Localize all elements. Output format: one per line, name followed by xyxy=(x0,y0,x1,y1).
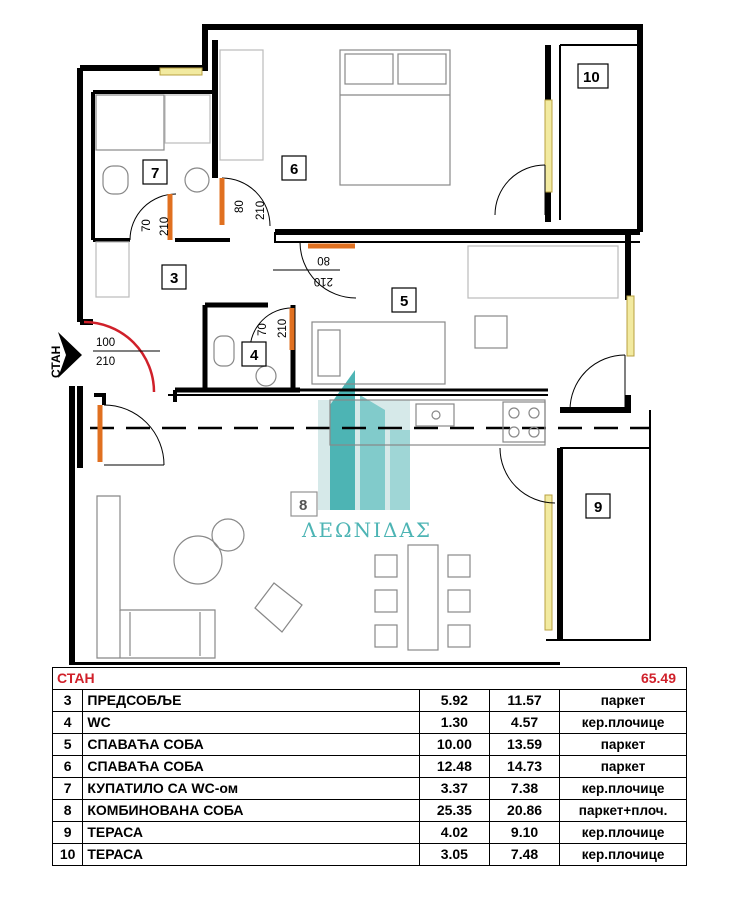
table-total: 65.49 xyxy=(559,667,687,690)
row-area-net: 4.02 xyxy=(418,821,490,844)
row-area-net: 3.05 xyxy=(418,843,490,866)
sofa xyxy=(96,495,216,659)
row-num: 7 xyxy=(51,777,84,800)
walls xyxy=(69,24,651,665)
armchair xyxy=(254,582,303,633)
dining-table xyxy=(407,544,439,651)
room-label-8: 8 xyxy=(299,497,307,514)
entrance-label: СТАН xyxy=(49,346,63,378)
row-floor: кер.плочице xyxy=(559,843,687,866)
row-name: ТЕРАСА xyxy=(82,821,420,844)
entry-door-width: 100 xyxy=(96,337,115,349)
table-row: 9 ТЕРАСА 4.02 9.10 кер.плочице xyxy=(51,821,687,844)
row-floor: кер.плочице xyxy=(559,711,687,734)
logo-text: ΛΕΩΝΙΔΑΣ xyxy=(301,518,432,542)
room-label-4: 4 xyxy=(250,347,259,364)
entry-door-arc xyxy=(83,320,156,393)
row-area-second: 14.73 xyxy=(488,755,561,778)
row-floor: кер.плочице xyxy=(559,821,687,844)
room-label-9: 9 xyxy=(594,499,602,516)
row-name: КУПАТИЛО СА WC-ом xyxy=(82,777,420,800)
double-bed xyxy=(339,49,451,186)
sink xyxy=(184,167,210,193)
row-area-second: 9.10 xyxy=(488,821,561,844)
wc-door-height: 210 xyxy=(277,319,289,338)
row-num: 9 xyxy=(51,821,84,844)
table-row: 6 СПАВАЋА СОБА 12.48 14.73 паркет xyxy=(51,755,687,778)
entrance-marker: СТАН xyxy=(49,332,82,378)
table-row: 10 ТЕРАСА 3.05 7.48 кер.плочице xyxy=(51,843,687,866)
row-num: 4 xyxy=(51,711,84,734)
stove xyxy=(502,401,546,443)
row-name: КОМБИНОВАНА СОБА xyxy=(82,799,420,822)
room-label-5: 5 xyxy=(400,293,408,310)
row-floor: паркет xyxy=(559,733,687,756)
table-row: 7 КУПАТИЛО СА WC-ом 3.37 7.38 кер.плочиц… xyxy=(51,777,687,800)
row-floor: паркет xyxy=(559,755,687,778)
row-num: 6 xyxy=(51,755,84,778)
row-name: СПАВАЋА СОБА xyxy=(82,755,420,778)
door-leaves xyxy=(97,178,355,462)
row-area-second: 7.38 xyxy=(488,777,561,800)
bed6-door-height: 210 xyxy=(255,201,267,220)
row-floor: паркет xyxy=(559,689,687,712)
table-row: 5 СПАВАЋА СОБА 10.00 13.59 паркет xyxy=(51,733,687,756)
bed6-door-width: 80 xyxy=(234,200,246,213)
row-area-second: 20.86 xyxy=(488,799,561,822)
table-title: СТАН xyxy=(52,667,420,690)
table-row: 8 КОМБИНОВАНА СОБА 25.35 20.86 паркет+пл… xyxy=(51,799,687,822)
room-label-6: 6 xyxy=(290,161,298,178)
row-num: 8 xyxy=(51,799,84,822)
row-num: 5 xyxy=(51,733,84,756)
room-label-3: 3 xyxy=(170,270,178,287)
row-area-second: 11.57 xyxy=(488,689,561,712)
single-bed xyxy=(311,321,446,385)
row-floor: паркет+плоч. xyxy=(559,799,687,822)
door-swings xyxy=(103,164,626,504)
coffee-table xyxy=(173,535,223,585)
toilet xyxy=(102,165,129,195)
furniture xyxy=(95,49,619,659)
wc-door-width: 70 xyxy=(257,323,269,336)
row-name: СПАВАЋА СОБА xyxy=(82,733,420,756)
row-area-second: 7.48 xyxy=(488,843,561,866)
bath-door-width: 70 xyxy=(141,219,153,232)
bathtub xyxy=(95,94,165,151)
windows xyxy=(159,67,635,631)
room-labels: 10 6 7 3 5 4 9 8 xyxy=(142,63,611,519)
bath-door-height: 210 xyxy=(159,217,171,236)
row-area-net: 25.35 xyxy=(418,799,490,822)
bed5-door-height: 210 xyxy=(314,275,333,287)
row-area-net: 1.30 xyxy=(418,711,490,734)
row-area-second: 13.59 xyxy=(488,733,561,756)
row-name: ТЕРАСА xyxy=(82,843,420,866)
row-area-net: 10.00 xyxy=(418,733,490,756)
row-area-second: 4.57 xyxy=(488,711,561,734)
row-area-net: 3.37 xyxy=(418,777,490,800)
row-area-net: 5.92 xyxy=(418,689,490,712)
entry-door-height: 210 xyxy=(96,356,115,368)
table-header-row: СТАН 65.49 xyxy=(52,667,687,690)
row-floor: кер.плочице xyxy=(559,777,687,800)
bed5-door-width: 80 xyxy=(317,254,330,266)
row-num: 10 xyxy=(51,843,84,866)
room-label-7: 7 xyxy=(151,165,159,182)
floor-plan: ΛΕΩΝΙΔΑΣ xyxy=(49,24,651,665)
row-name: WC xyxy=(82,711,420,734)
door-dimensions: 70 210 80 210 80 210 70 210 100 210 xyxy=(93,200,340,368)
table-row: 4 WC 1.30 4.57 кер.плочице xyxy=(51,711,687,734)
entrance-arrow-icon xyxy=(58,332,82,378)
row-area-net: 12.48 xyxy=(418,755,490,778)
table-row: 3 ПРЕДСОБЉЕ 5.92 11.57 паркет xyxy=(51,689,687,712)
room-label-10: 10 xyxy=(583,69,600,86)
row-name: ПРЕДСОБЉЕ xyxy=(82,689,420,712)
logo-watermark: ΛΕΩΝΙΔΑΣ xyxy=(301,370,432,542)
room-area-table: СТАН 65.49 3 ПРЕДСОБЉЕ 5.92 11.57 паркет… xyxy=(51,667,687,866)
row-num: 3 xyxy=(51,689,84,712)
